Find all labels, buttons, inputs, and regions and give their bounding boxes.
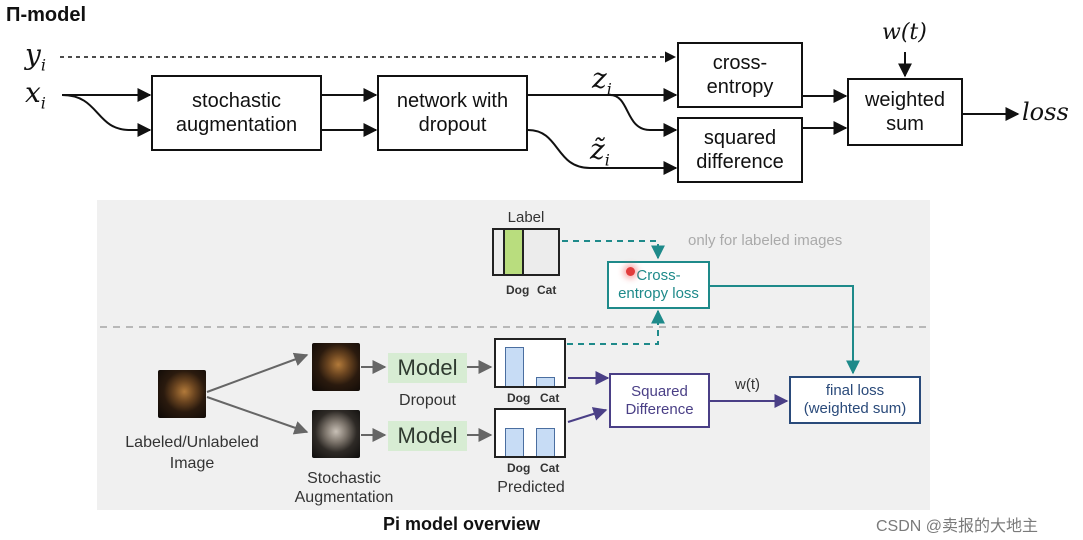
final-loss-box: final loss (weighted sum): [789, 376, 921, 424]
pred-to-ce-arrow: [567, 309, 665, 345]
z-var: zi: [592, 62, 612, 99]
cross-entropy-loss-box: Cross-entropy loss: [607, 261, 710, 309]
pred2-cat-bar: [536, 428, 555, 456]
wt-label: w(t): [735, 376, 760, 393]
label-dog-tick: Dog: [506, 283, 530, 297]
img-to-aug1-arrow: [206, 352, 309, 393]
model-box-dropout: Model: [388, 353, 467, 383]
input-image-label: Labeled/Unlabeled Image: [125, 434, 259, 472]
img-to-aug2-arrow: [206, 396, 309, 435]
dropout-label: Dropout: [399, 392, 456, 409]
prediction-chart-2: [494, 408, 566, 458]
pred1-dog-tick: Dog: [507, 391, 531, 405]
prediction-chart-1: [494, 338, 566, 388]
augmented-image-stochastic: [312, 410, 360, 458]
overview-caption: Pi model overview: [383, 514, 541, 534]
squared-difference-box: squared difference: [677, 117, 803, 183]
label-dog-bar: [503, 230, 524, 274]
model-box-stochastic: Model: [388, 421, 467, 451]
loss-var: loss: [1022, 98, 1069, 126]
label-chart: [492, 228, 560, 276]
w-var: w(t): [882, 20, 927, 45]
pred2-to-sq-arrow: [567, 407, 608, 423]
label-title: Label: [507, 209, 545, 226]
predicted-label: Predicted: [497, 479, 565, 496]
csdn-watermark: CSDN @卖报的大地主: [876, 518, 1039, 535]
z-tilde-var: z̃i: [590, 133, 610, 170]
network-dropout-box: network with dropout: [377, 75, 528, 151]
squared-difference-box-bottom: Squared Difference: [609, 373, 710, 428]
cross-entropy-box: cross-entropy: [677, 42, 803, 108]
z-to-squared-arrow: [609, 94, 678, 137]
x-var: xi: [25, 76, 46, 113]
cursor-dot: [626, 267, 635, 276]
stochastic-aug-label: Stochastic Augmentation: [294, 470, 394, 506]
label-to-ce-arrow: [562, 240, 665, 260]
pred2-cat-tick: Cat: [540, 461, 560, 475]
label-cat-tick: Cat: [537, 283, 557, 297]
pred1-dog-bar: [505, 347, 524, 386]
input-dog-image: [158, 370, 206, 418]
x-to-aug-arrow-2: [61, 94, 152, 137]
weighted-sum-box: weighted sum: [847, 78, 963, 146]
pred2-dog-bar: [505, 428, 524, 456]
pi-model-title: Π-model: [6, 4, 86, 26]
only-labeled-note: only for labeled images: [688, 232, 843, 249]
pred1-cat-tick: Cat: [540, 391, 560, 405]
ztilde-to-squared-arrow: [527, 129, 678, 175]
pred2-dog-tick: Dog: [507, 461, 531, 475]
augmentation-box: stochastic augmentation: [151, 75, 322, 151]
ce-to-final-arrow: [710, 285, 860, 375]
y-var: yi: [25, 38, 46, 75]
augmented-image-dropout: [312, 343, 360, 391]
pred1-cat-bar: [536, 377, 555, 386]
